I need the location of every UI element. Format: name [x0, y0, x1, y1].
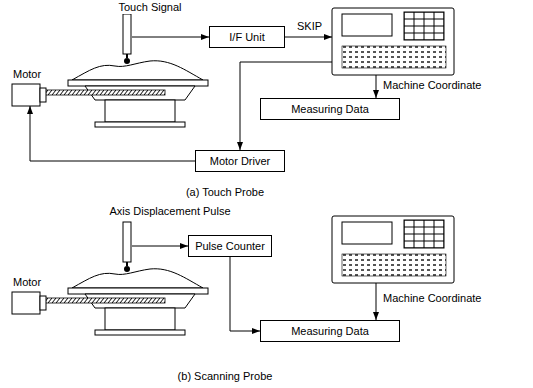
- signal-label: Axis Displacement Pulse: [108, 205, 231, 218]
- signal-label: Machine Coordinate: [382, 79, 482, 92]
- box-text: Measuring Data: [291, 103, 369, 116]
- cnc-controller: [332, 8, 454, 75]
- signal-label: Motor: [12, 276, 42, 289]
- signal-label: (a) Touch Probe: [185, 186, 265, 199]
- process-box: Pulse Counter: [188, 235, 272, 257]
- signal-wire: [132, 37, 209, 38]
- process-box: Measuring Data: [260, 98, 400, 120]
- process-box: I/F Unit: [209, 26, 285, 48]
- box-text: Motor Driver: [210, 155, 271, 168]
- touch-probe-machine: [12, 14, 208, 127]
- process-box: Motor Driver: [195, 150, 285, 172]
- signal-label: (b) Scanning Probe: [177, 370, 274, 383]
- signal-connector: [230, 257, 260, 331]
- box-text: Measuring Data: [291, 325, 369, 338]
- signal-wire: [376, 283, 377, 320]
- box-text: Pulse Counter: [195, 240, 265, 253]
- process-box: Measuring Data: [260, 320, 400, 342]
- signal-wire: [376, 75, 377, 98]
- box-text: I/F Unit: [229, 31, 264, 44]
- signal-wire: [132, 246, 188, 247]
- cnc-controller: [332, 216, 454, 283]
- signal-wires: [30, 37, 376, 320]
- scanning-probe-machine: [12, 222, 208, 335]
- signal-wire: [285, 37, 332, 38]
- signal-label: Machine Coordinate: [382, 292, 482, 305]
- signal-label: Motor: [12, 68, 42, 81]
- signal-label: SKIP: [296, 20, 323, 33]
- signal-label: Touch Signal: [118, 1, 183, 14]
- signal-wire: [30, 106, 195, 161]
